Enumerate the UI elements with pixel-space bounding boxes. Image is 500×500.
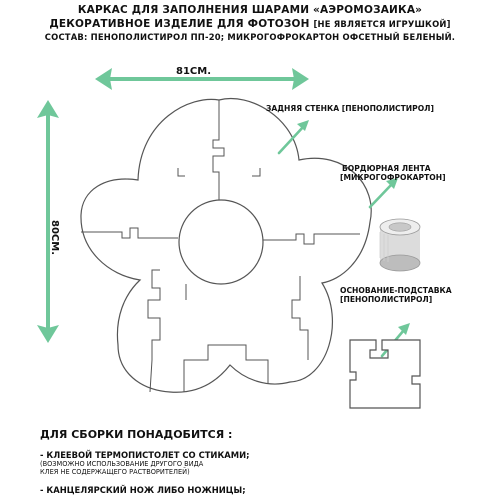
height-arrow (37, 100, 59, 343)
tool-item-glue-gun-note-2: КЛЕЯ НЕ СОДЕРЖАЩЕГО РАСТВОРИТЕЛЕЙ) (40, 468, 190, 476)
tools-title: ДЛЯ СБОРКИ ПОНАДОБИТСЯ : (40, 428, 233, 441)
tool-item-knife-main: - КАНЦЕЛЯРСКИЙ НОЖ ЛИБО НОЖНИЦЫ; (40, 485, 246, 495)
title-line-2-note: [НЕ ЯВЛЯЕТСЯ ИГРУШКОЙ] (313, 19, 451, 29)
puzzle-cuts (81, 100, 360, 393)
height-label: 80СМ. (49, 220, 60, 256)
center-circle (178, 199, 264, 285)
back-wall-label: ЗАДНЯЯ СТЕНКА [ПЕНОПОЛИСТИРОЛ] (266, 104, 434, 113)
tool-item-glue-gun: - КЛЕЕВОЙ ТЕРМОПИСТОЛЕТ СО СТИКАМИ; (ВОЗ… (40, 450, 249, 476)
border-tape-label-1: БОРДЮРНАЯ ЛЕНТА (342, 164, 431, 173)
title-line-2-main: ДЕКОРАТИВНОЕ ИЗДЕЛИЕ ДЛЯ ФОТОЗОН (49, 18, 310, 30)
border-tape-pointer (368, 178, 398, 209)
border-tape-label-2: [МИКРОГОФРОКАРТОН] (340, 173, 446, 182)
base-label-1: ОСНОВАНИЕ-ПОДСТАВКА (340, 286, 452, 295)
composition-line: СОСТАВ: ПЕНОПОЛИСТИРОЛ ПП-20; МИКРОГОФРО… (44, 32, 456, 42)
title-line-2: ДЕКОРАТИВНОЕ ИЗДЕЛИЕ ДЛЯ ФОТОЗОН [НЕ ЯВЛ… (0, 18, 500, 30)
base-stand (349, 339, 421, 409)
width-arrow (95, 68, 309, 90)
base-label-2: [ПЕНОПОЛИСТИРОЛ] (340, 295, 433, 304)
border-tape-roll-icon (379, 218, 421, 272)
title-line-1: КАРКАС ДЛЯ ЗАПОЛНЕНИЯ ШАРАМИ «АЭРОМОЗАИК… (77, 4, 423, 16)
tool-item-glue-gun-note-1: (ВОЗМОЖНО ИСПОЛЬЗОВАНИЕ ДРУГОГО ВИДА (40, 460, 204, 468)
back-wall-pointer (277, 120, 309, 155)
tool-item-glue-gun-main: - КЛЕЕВОЙ ТЕРМОПИСТОЛЕТ СО СТИКАМИ; (40, 450, 250, 460)
tool-item-knife: - КАНЦЕЛЯРСКИЙ НОЖ ЛИБО НОЖНИЦЫ; (40, 485, 246, 495)
width-label: 81СМ. (176, 66, 212, 77)
